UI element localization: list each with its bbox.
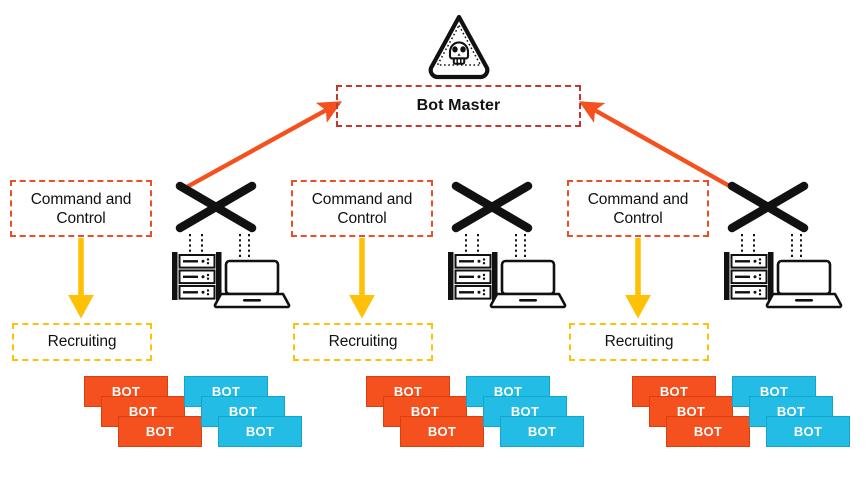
network-cluster-3 (724, 181, 843, 309)
bot-card[interactable]: BOT (666, 416, 750, 447)
command-and-control-box-3[interactable]: Command and Control (567, 180, 709, 237)
laptop-icon (213, 259, 291, 309)
command-and-control-box-2[interactable]: Command and Control (291, 180, 433, 237)
bot-card[interactable]: BOT (118, 416, 202, 447)
command-and-control-label: Command and Control (311, 190, 413, 227)
command-and-control-label: Command and Control (30, 190, 132, 227)
network-cross-icon (175, 181, 257, 233)
network-cross-icon (727, 181, 809, 233)
recruiting-label: Recruiting (604, 333, 674, 350)
recruiting-box-3[interactable]: Recruiting (569, 323, 709, 361)
arrow-right-network-to-bot-master (578, 101, 735, 190)
arrow-left-network-to-bot-master (183, 101, 343, 190)
server-rack-icon (448, 252, 498, 300)
recruiting-label: Recruiting (47, 333, 117, 350)
bot-card[interactable]: BOT (218, 416, 302, 447)
server-rack-icon (172, 252, 222, 300)
server-rack-icon (724, 252, 774, 300)
recruiting-box-2[interactable]: Recruiting (293, 323, 433, 361)
network-cluster-2 (448, 181, 567, 309)
recruiting-label: Recruiting (328, 333, 398, 350)
bot-card[interactable]: BOT (766, 416, 850, 447)
command-and-control-label: Command and Control (587, 190, 689, 227)
recruiting-box-1[interactable]: Recruiting (12, 323, 152, 361)
bot-master-label: Bot Master (416, 97, 501, 114)
network-cluster-1 (172, 181, 291, 309)
laptop-icon (489, 259, 567, 309)
bot-card[interactable]: BOT (500, 416, 584, 447)
bot-card[interactable]: BOT (400, 416, 484, 447)
command-and-control-box-1[interactable]: Command and Control (10, 180, 152, 237)
skull-warning-triangle-icon (428, 14, 490, 80)
laptop-icon (765, 259, 843, 309)
network-cross-icon (451, 181, 533, 233)
bot-master-box[interactable]: Bot Master (336, 85, 581, 127)
